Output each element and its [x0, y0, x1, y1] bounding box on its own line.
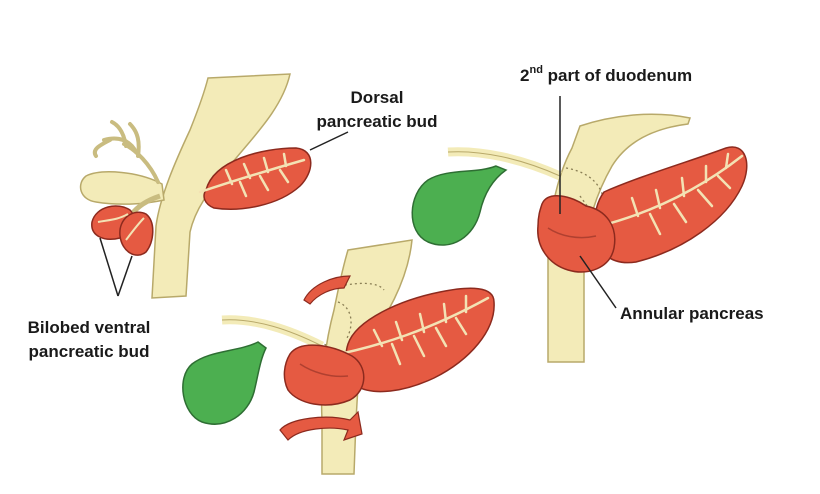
stage1-ventral-bud-lobe-2: [119, 211, 154, 256]
label-duodenum-rest: part of duodenum: [542, 66, 693, 85]
label-dorsal-line-2: pancreatic bud: [316, 112, 438, 131]
label-ventral-line-1: Bilobed ventral: [27, 318, 151, 337]
stage2-gut-tube: [320, 239, 413, 475]
annular-leader-line: [579, 255, 617, 309]
stage1-hepatic-bud: [79, 171, 165, 205]
label-2nd-part-of-duodenum: 2nd part of duodenum: [520, 64, 692, 88]
label-ventral-line-2: pancreatic bud: [28, 342, 150, 361]
stage2-gallbladder: [182, 341, 267, 425]
label-bilobed-ventral-bud: Bilobed ventral pancreatic bud: [22, 316, 156, 364]
dorsal-leader-line: [309, 131, 349, 151]
ventral-leader-line-1: [99, 237, 119, 297]
label-annular-pancreas: Annular pancreas: [620, 302, 764, 326]
stage-1-early-buds: [79, 73, 349, 299]
ventral-leader-line-2: [117, 255, 133, 297]
stage3-pancreas-body: [593, 146, 748, 264]
label-duodenum-number: 2: [520, 66, 530, 85]
stage1-hepatic-ducts: [92, 120, 160, 184]
stage-3-annular: [411, 96, 748, 363]
label-dorsal-pancreatic-bud: Dorsal pancreatic bud: [308, 86, 446, 134]
stage3-annular-ring: [537, 195, 616, 273]
label-dorsal-line-1: Dorsal: [350, 88, 404, 107]
label-duodenum-suffix: nd: [529, 64, 543, 77]
stage1-gut-tube: [151, 73, 291, 299]
stage-2-rotation: [182, 239, 495, 475]
stage3-gallbladder: [411, 165, 508, 246]
stage1-dorsal-bud: [203, 147, 312, 210]
rotation-arrow-bottom: [279, 410, 363, 441]
label-annular-text: Annular pancreas: [620, 304, 764, 323]
rotation-arrow-top: [303, 275, 351, 305]
